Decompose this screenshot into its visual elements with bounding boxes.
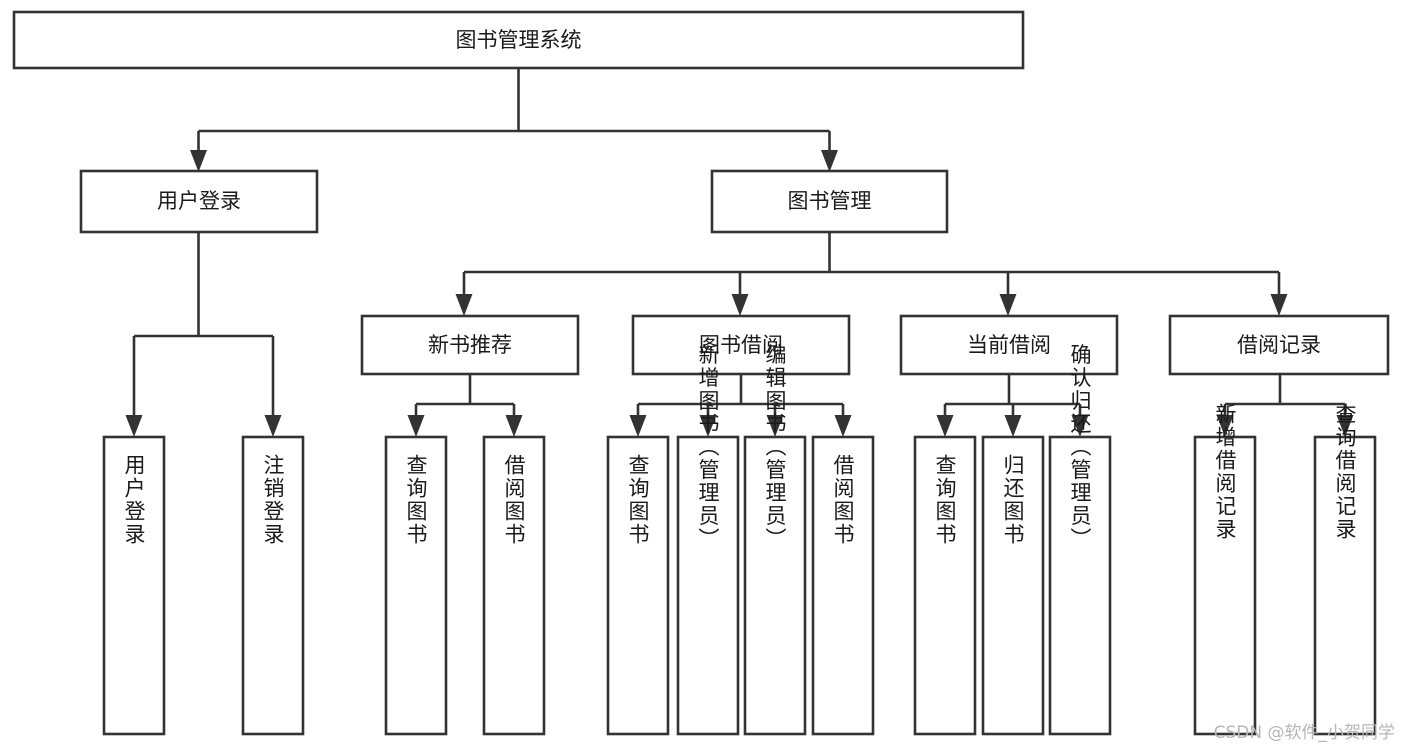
arrowhead-leaf-add-borrow-record (1216, 415, 1234, 437)
node-user-login-label: 用户登录 (157, 189, 241, 213)
node-new-book-recommend-label: 新书推荐 (428, 333, 512, 357)
arrowhead-leaf-user-login (125, 415, 143, 437)
leaf-node-query-book-recommend[interactable]: 查询图书 (384, 435, 448, 736)
leaf-query-book-current-label: 查询图书 (933, 454, 957, 546)
arrowhead-leaf-borrow-book (834, 415, 852, 437)
node-book-borrow[interactable]: 图书借阅 (631, 314, 851, 376)
node-book-borrow-box[interactable] (631, 314, 851, 376)
leaf-add-borrow-record-label: 新增借阅记录 (1213, 403, 1237, 541)
leaf-node-borrow-book[interactable]: 借阅图书 (811, 435, 875, 736)
node-current-borrow-label: 当前借阅 (967, 333, 1051, 357)
node-book-management[interactable]: 图书管理 (710, 169, 949, 234)
node-user-login[interactable]: 用户登录 (79, 169, 319, 234)
leaf-node-borrow-book-recommend[interactable]: 借阅图书 (482, 435, 546, 736)
leaf-query-book-recommend-label: 查询图书 (404, 454, 428, 546)
leaf-borrow-book-label: 借阅图书 (831, 454, 855, 546)
leaf-add-book-admin-box[interactable] (676, 435, 740, 736)
arrowhead-leaf-query-book-recommend (407, 415, 425, 437)
leaf-node-user-logout[interactable]: 注销登录 (241, 435, 305, 736)
node-root[interactable]: 图书管理系统 (12, 10, 1025, 70)
leaf-user-logout-box[interactable] (241, 435, 305, 736)
node-current-borrow-box[interactable] (899, 314, 1119, 376)
leaf-node-confirm-return-admin[interactable]: 确认归还（管理员） (1048, 344, 1112, 736)
leaf-user-logout-label: 注销登录 (261, 454, 285, 546)
leaf-add-book-admin-label: 新增图书（管理员） (696, 344, 720, 551)
node-book-management-box[interactable] (710, 169, 949, 234)
leaf-confirm-return-admin-box[interactable] (1048, 435, 1112, 736)
leaf-node-query-book-current[interactable]: 查询图书 (913, 435, 977, 736)
leaf-node-add-book-admin[interactable]: 新增图书（管理员） (676, 344, 740, 736)
node-root-box[interactable] (12, 10, 1025, 70)
node-book-management-label: 图书管理 (788, 189, 872, 213)
leaf-query-borrow-record-box[interactable] (1313, 435, 1377, 736)
leaf-edit-book-admin-box[interactable] (743, 435, 807, 736)
node-book-borrow-label: 图书借阅 (699, 333, 783, 357)
leaf-borrow-book-box[interactable] (811, 435, 875, 736)
csdn-watermark: CSDN @软件_小贺同学 (1213, 723, 1395, 743)
leaf-node-query-book-borrow[interactable]: 查询图书 (606, 435, 670, 736)
leaf-query-book-recommend-box[interactable] (384, 435, 448, 736)
arrowhead-leaf-query-borrow-record (1336, 415, 1354, 437)
leaf-return-book-label: 归还图书 (1001, 454, 1025, 546)
leaf-query-book-borrow-box[interactable] (606, 435, 670, 736)
arrowhead-new-book-recommend (455, 294, 473, 316)
arrowhead-leaf-query-book-borrow (629, 415, 647, 437)
arrowhead-leaf-borrow-book-recommend (505, 415, 523, 437)
leaf-confirm-return-admin-label: 确认归还（管理员） (1068, 344, 1092, 551)
arrowhead-borrow-records (1270, 294, 1288, 316)
arrowhead-book-borrow (731, 294, 749, 316)
arrowhead-user-login (190, 150, 207, 172)
leaf-user-login-box[interactable] (102, 435, 166, 736)
node-user-login-box[interactable] (79, 169, 319, 234)
node-borrow-records[interactable]: 借阅记录 (1168, 314, 1390, 376)
arrowhead-leaf-user-logout (264, 415, 282, 437)
leaf-edit-book-admin-label: 编辑图书（管理员） (763, 344, 787, 551)
node-new-book-recommend-box[interactable] (360, 314, 580, 376)
leaf-query-borrow-record-label: 查询借阅记录 (1333, 403, 1357, 541)
node-borrow-records-label: 借阅记录 (1237, 333, 1321, 357)
leaf-node-return-book[interactable]: 归还图书 (981, 435, 1045, 736)
leaf-query-book-current-box[interactable] (913, 435, 977, 736)
leaf-borrow-book-recommend-box[interactable] (482, 435, 546, 736)
leaf-return-book-box[interactable] (981, 435, 1045, 736)
leaf-add-borrow-record-box[interactable] (1193, 435, 1257, 736)
leaf-borrow-book-recommend-label: 借阅图书 (502, 454, 526, 546)
arrowhead-current-borrow (999, 294, 1017, 316)
arrowhead-leaf-add-book-admin (699, 415, 717, 437)
arrowhead-leaf-edit-book-admin (766, 415, 784, 437)
leaf-query-book-borrow-label: 查询图书 (626, 454, 650, 546)
leaf-node-edit-book-admin[interactable]: 编辑图书（管理员） (743, 344, 807, 736)
node-borrow-records-box[interactable] (1168, 314, 1390, 376)
arrowhead-leaf-return-book (1004, 415, 1022, 437)
leaf-user-login-label: 用户登录 (122, 454, 146, 546)
leaf-node-query-borrow-record[interactable]: 查询借阅记录 (1313, 403, 1377, 736)
leaf-node-add-borrow-record[interactable]: 新增借阅记录 (1193, 403, 1257, 736)
leaf-node-user-login[interactable]: 用户登录 (102, 435, 166, 736)
arrowhead-book-management (821, 150, 838, 172)
arrowhead-leaf-confirm-return-admin (1071, 415, 1089, 437)
node-current-borrow[interactable]: 当前借阅 (899, 314, 1119, 376)
connector-group (125, 68, 1354, 437)
node-root-label: 图书管理系统 (456, 28, 582, 52)
arrowhead-leaf-query-book-current (936, 415, 954, 437)
node-new-book-recommend[interactable]: 新书推荐 (360, 314, 580, 376)
